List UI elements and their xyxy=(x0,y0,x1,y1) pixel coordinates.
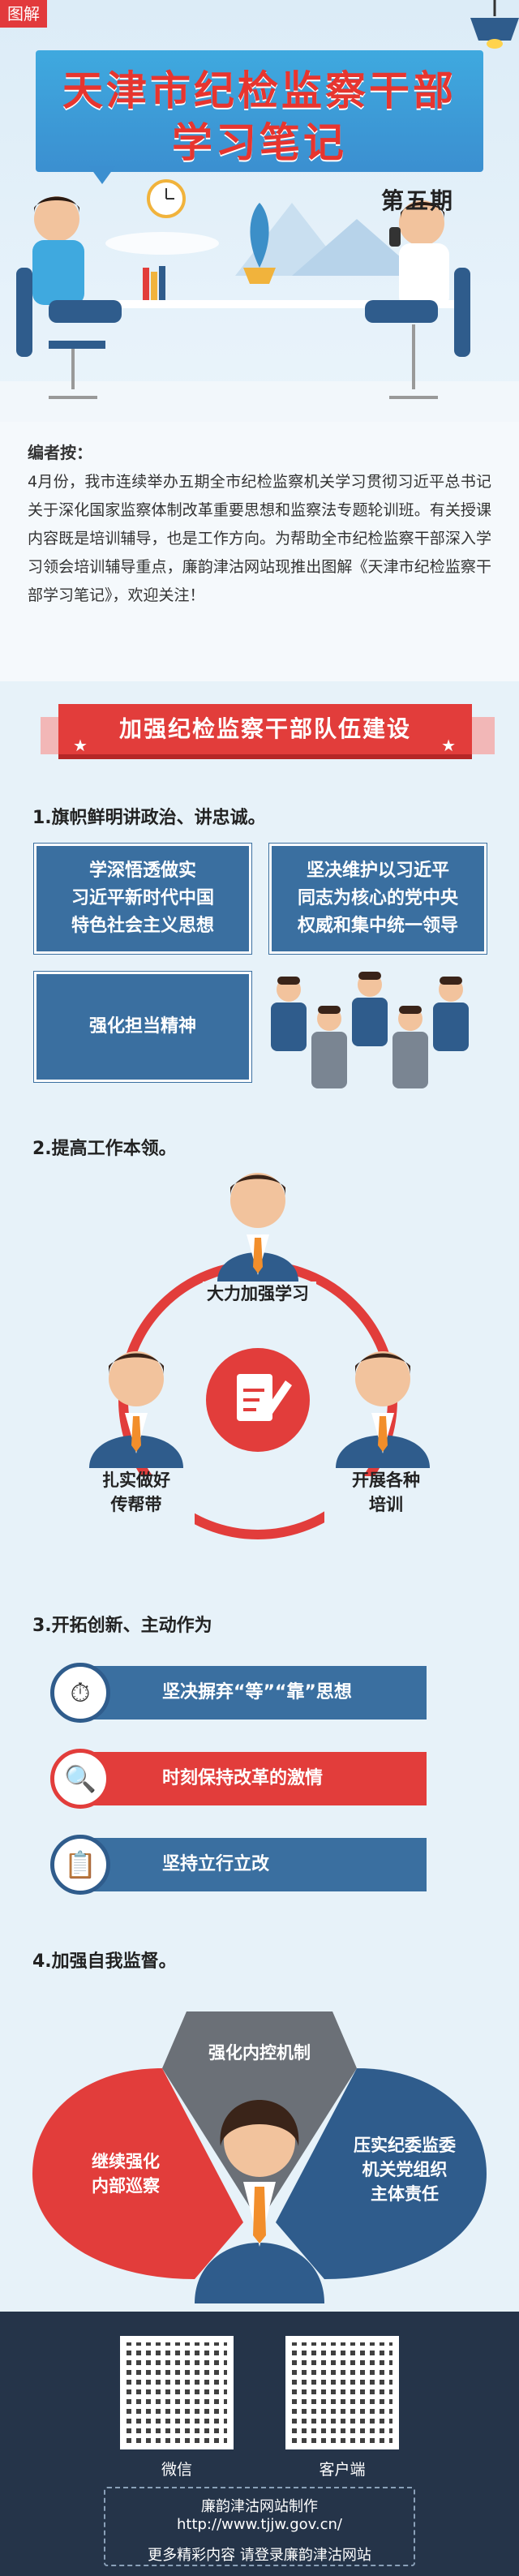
app-qr-label: 客户端 xyxy=(319,2461,366,2479)
issue-number: 第五期 xyxy=(381,187,455,214)
title-line-2: 学习笔记 xyxy=(172,119,347,166)
editor-note: 编者按： 4月份，我市连续举办五期全市纪检监察机关学习贯彻习近平总书记关于深化国… xyxy=(0,422,519,681)
app-qr-code[interactable] xyxy=(285,2336,399,2449)
stopwatch-icon: ⏱ xyxy=(50,1663,110,1723)
wechat-qr-label: 微信 xyxy=(161,2461,192,2479)
cycle-label-study: 大力加强学习 xyxy=(207,1284,309,1303)
qr-code-icon xyxy=(292,2342,392,2443)
star-icon: ★ xyxy=(441,736,457,755)
qr-code-icon xyxy=(127,2342,227,2443)
title-panel xyxy=(36,50,483,172)
supervision-label-inspection: 继续强化 内部巡察 xyxy=(92,2152,160,2196)
supervision-label-responsibility: 压实纪委监委 机关党组织 主体责任 xyxy=(354,2136,456,2204)
section1-box-responsibility: 强化担当精神 xyxy=(34,972,251,1082)
editor-note-body: 4月份，我市连续举办五期全市纪检监察机关学习贯彻习近平总书记关于深化国家监察体制… xyxy=(28,473,491,604)
footer-info-box xyxy=(104,2487,415,2566)
title-panel-tail xyxy=(89,166,115,184)
section3-item-act-now-label: 坚持立行立改 xyxy=(162,1854,270,1874)
section2-cycle-diagram xyxy=(89,1173,430,1539)
cycle-label-training: 开展各种 培训 xyxy=(352,1470,420,1514)
clipboard-icon: 📋 xyxy=(50,1835,110,1895)
title-line-1: 天津市纪检监察干部 xyxy=(62,67,457,114)
section-banner: ★ 加强纪检监察干部队伍建设 ★ xyxy=(58,704,472,755)
section1-box-uphold: 坚决维护以习近平 同志为核心的党中央 权威和集中统一领导 xyxy=(269,844,487,954)
category-tag: 图解 xyxy=(0,0,47,28)
star-icon: ★ xyxy=(73,736,89,755)
cycle-label-mentoring: 扎实做好 传帮带 xyxy=(102,1470,170,1514)
wechat-qr-code[interactable] xyxy=(120,2336,234,2449)
section3-item-reject-waiting: 坚决摒弃“等”“靠”思想 xyxy=(81,1666,427,1719)
footer xyxy=(0,2312,519,2576)
section1-heading: 1.旗帜鲜明讲政治、讲忠诚。 xyxy=(32,808,266,828)
section-banner-title: 加强纪检监察干部队伍建设 xyxy=(118,715,411,742)
editor-note-label: 编者按： xyxy=(28,443,92,462)
header-background-art xyxy=(0,0,519,422)
team-people-icon xyxy=(271,972,469,1088)
magnifier-icon: 🔍 xyxy=(50,1749,110,1809)
section3-item-reform-passion: 时刻保持改革的激情 xyxy=(81,1752,427,1805)
section4-supervision-diagram xyxy=(32,2011,487,2303)
section1-box-study: 学深悟透做实 习近平新时代中国 特色社会主义思想 xyxy=(34,844,251,954)
section3-item-reject-waiting-label: 坚决摒弃“等”“靠”思想 xyxy=(162,1682,352,1702)
section3-heading: 3.开拓创新、主动作为 xyxy=(32,1616,212,1636)
footer-maker: 廉韵津沽网站制作 xyxy=(201,2498,318,2515)
footer-url[interactable]: http://www.tjjw.gov.cn/ xyxy=(176,2516,342,2533)
section3-item-reform-passion-label: 时刻保持改革的激情 xyxy=(162,1768,324,1788)
footer-more: 更多精彩内容 请登录廉韵津沽网站 xyxy=(148,2547,371,2564)
section2-heading: 2.提高工作本领。 xyxy=(32,1139,177,1159)
section4-heading: 4.加强自我监督。 xyxy=(32,1951,177,1972)
section3-item-act-now: 坚持立行立改 xyxy=(81,1838,427,1891)
supervision-label-internal-control: 强化内控机制 xyxy=(208,2043,311,2063)
